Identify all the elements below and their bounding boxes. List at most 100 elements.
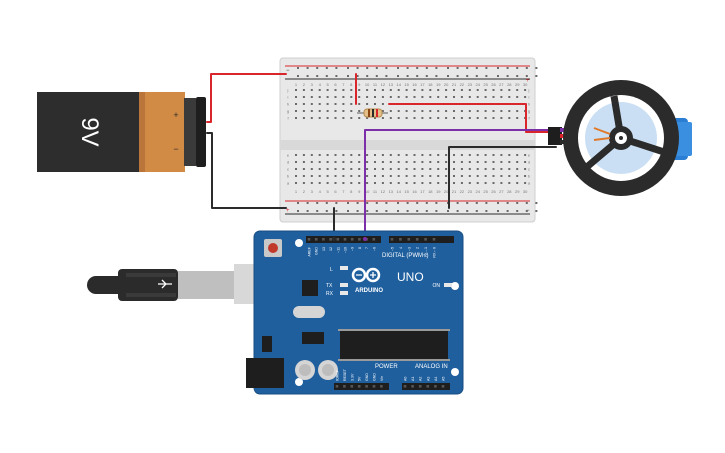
rail-hole xyxy=(347,75,349,77)
breadboard-hole xyxy=(342,168,345,170)
breadboard-hole xyxy=(326,161,329,163)
column-number: 17 xyxy=(420,189,425,194)
power-pin xyxy=(365,385,368,388)
analog-pin-label: A4 xyxy=(434,377,438,381)
breadboard-hole xyxy=(508,96,511,98)
breadboard-hole xyxy=(326,154,329,156)
breadboard-hole xyxy=(374,168,376,170)
rail-hole xyxy=(425,202,428,204)
breadboard-hole xyxy=(453,89,455,91)
column-number: 21 xyxy=(452,82,457,87)
column-number: 28 xyxy=(507,82,512,87)
rail-hole xyxy=(385,202,388,204)
power-pin xyxy=(380,385,383,388)
column-number: 27 xyxy=(499,82,504,87)
breadboard-hole xyxy=(350,117,353,119)
rail-hole xyxy=(385,75,388,77)
breadboard-hole xyxy=(476,175,479,177)
column-number: 20 xyxy=(444,189,449,194)
breadboard-hole xyxy=(310,161,313,163)
column-number: 21 xyxy=(452,189,457,194)
breadboard-hole xyxy=(453,110,455,112)
breadboard-hole xyxy=(397,161,400,163)
column-number: 26 xyxy=(491,82,496,87)
breadboard-hole xyxy=(437,175,440,177)
breadboard-hole xyxy=(342,89,345,91)
rail-hole xyxy=(485,67,488,69)
breadboard-hole xyxy=(302,110,305,112)
column-number: 28 xyxy=(507,189,512,194)
breadboard-hole xyxy=(326,117,329,119)
header-pin xyxy=(407,238,411,241)
rail-hole xyxy=(316,75,319,77)
usb-cable-plug-icon xyxy=(158,279,172,289)
breadboard: − + + − 11223344556677889910101111121213… xyxy=(279,57,538,223)
breadboard-hole xyxy=(366,182,369,184)
breadboard-hole xyxy=(524,175,527,177)
rail-hole xyxy=(397,210,399,212)
breadboard-hole xyxy=(445,154,448,156)
row-letter: b xyxy=(528,174,531,179)
breadboard-hole xyxy=(318,175,321,177)
rail-hole xyxy=(466,210,469,212)
breadboard-hole xyxy=(492,161,495,163)
column-number: 16 xyxy=(412,82,417,87)
breadboard-hole xyxy=(350,96,353,98)
breadboard-hole xyxy=(334,168,337,170)
breadboard-hole xyxy=(524,168,527,170)
breadboard-hole xyxy=(460,168,463,170)
breadboard-hole xyxy=(405,182,408,184)
column-number: 8 xyxy=(350,189,353,194)
breadboard-hole xyxy=(468,175,471,177)
rail-hole xyxy=(425,67,428,69)
row-letter: e xyxy=(528,153,531,158)
breadboard-hole xyxy=(500,110,503,112)
breadboard-hole xyxy=(429,117,432,119)
breadboard-hole xyxy=(421,117,424,119)
rail-hole xyxy=(335,75,338,77)
header-pin xyxy=(432,238,436,241)
breadboard-hole xyxy=(366,96,369,98)
breadboard-hole xyxy=(405,175,408,177)
row-letter: b xyxy=(287,174,290,179)
breadboard-hole xyxy=(508,154,511,156)
column-number: 1 xyxy=(295,82,298,87)
rail-hole xyxy=(497,202,499,204)
breadboard-hole xyxy=(453,182,455,184)
breadboard-hole xyxy=(302,96,305,98)
breadboard-hole xyxy=(350,110,353,112)
header-pin xyxy=(336,238,340,241)
breadboard-hole xyxy=(445,168,448,170)
breadboard-hole xyxy=(468,168,471,170)
breadboard-hole xyxy=(366,117,369,119)
rail-hole xyxy=(475,210,478,212)
breadboard-hole xyxy=(516,96,519,98)
breadboard-hole xyxy=(508,182,511,184)
rail-hole xyxy=(435,75,438,77)
breadboard-hole xyxy=(421,96,424,98)
breadboard-hole xyxy=(508,175,511,177)
breadboard-hole xyxy=(468,154,471,156)
rail-hole xyxy=(375,75,378,77)
breadboard-hole xyxy=(302,154,305,156)
wire-battery-plus xyxy=(206,73,287,123)
analog-label: ANALOG IN xyxy=(415,364,448,370)
breadboard-hole xyxy=(342,182,345,184)
header-pin xyxy=(372,238,376,241)
header-pin-label: ~5 xyxy=(391,247,395,251)
breadboard-hole xyxy=(295,103,297,105)
analog-pin xyxy=(426,385,430,388)
rail-hole xyxy=(366,202,369,204)
column-number: 14 xyxy=(396,82,401,87)
breadboard-hole xyxy=(516,175,519,177)
header-pin-label: 2 xyxy=(416,247,420,249)
breadboard-hole xyxy=(421,154,424,156)
breadboard-hole xyxy=(358,117,361,119)
breadboard-hole xyxy=(334,117,337,119)
breadboard-hole xyxy=(421,175,424,177)
header-pin-label: 7 xyxy=(365,247,369,249)
battery-minus-label: − xyxy=(173,144,178,154)
breadboard-hole xyxy=(413,89,416,91)
breadboard-hole xyxy=(421,89,424,91)
